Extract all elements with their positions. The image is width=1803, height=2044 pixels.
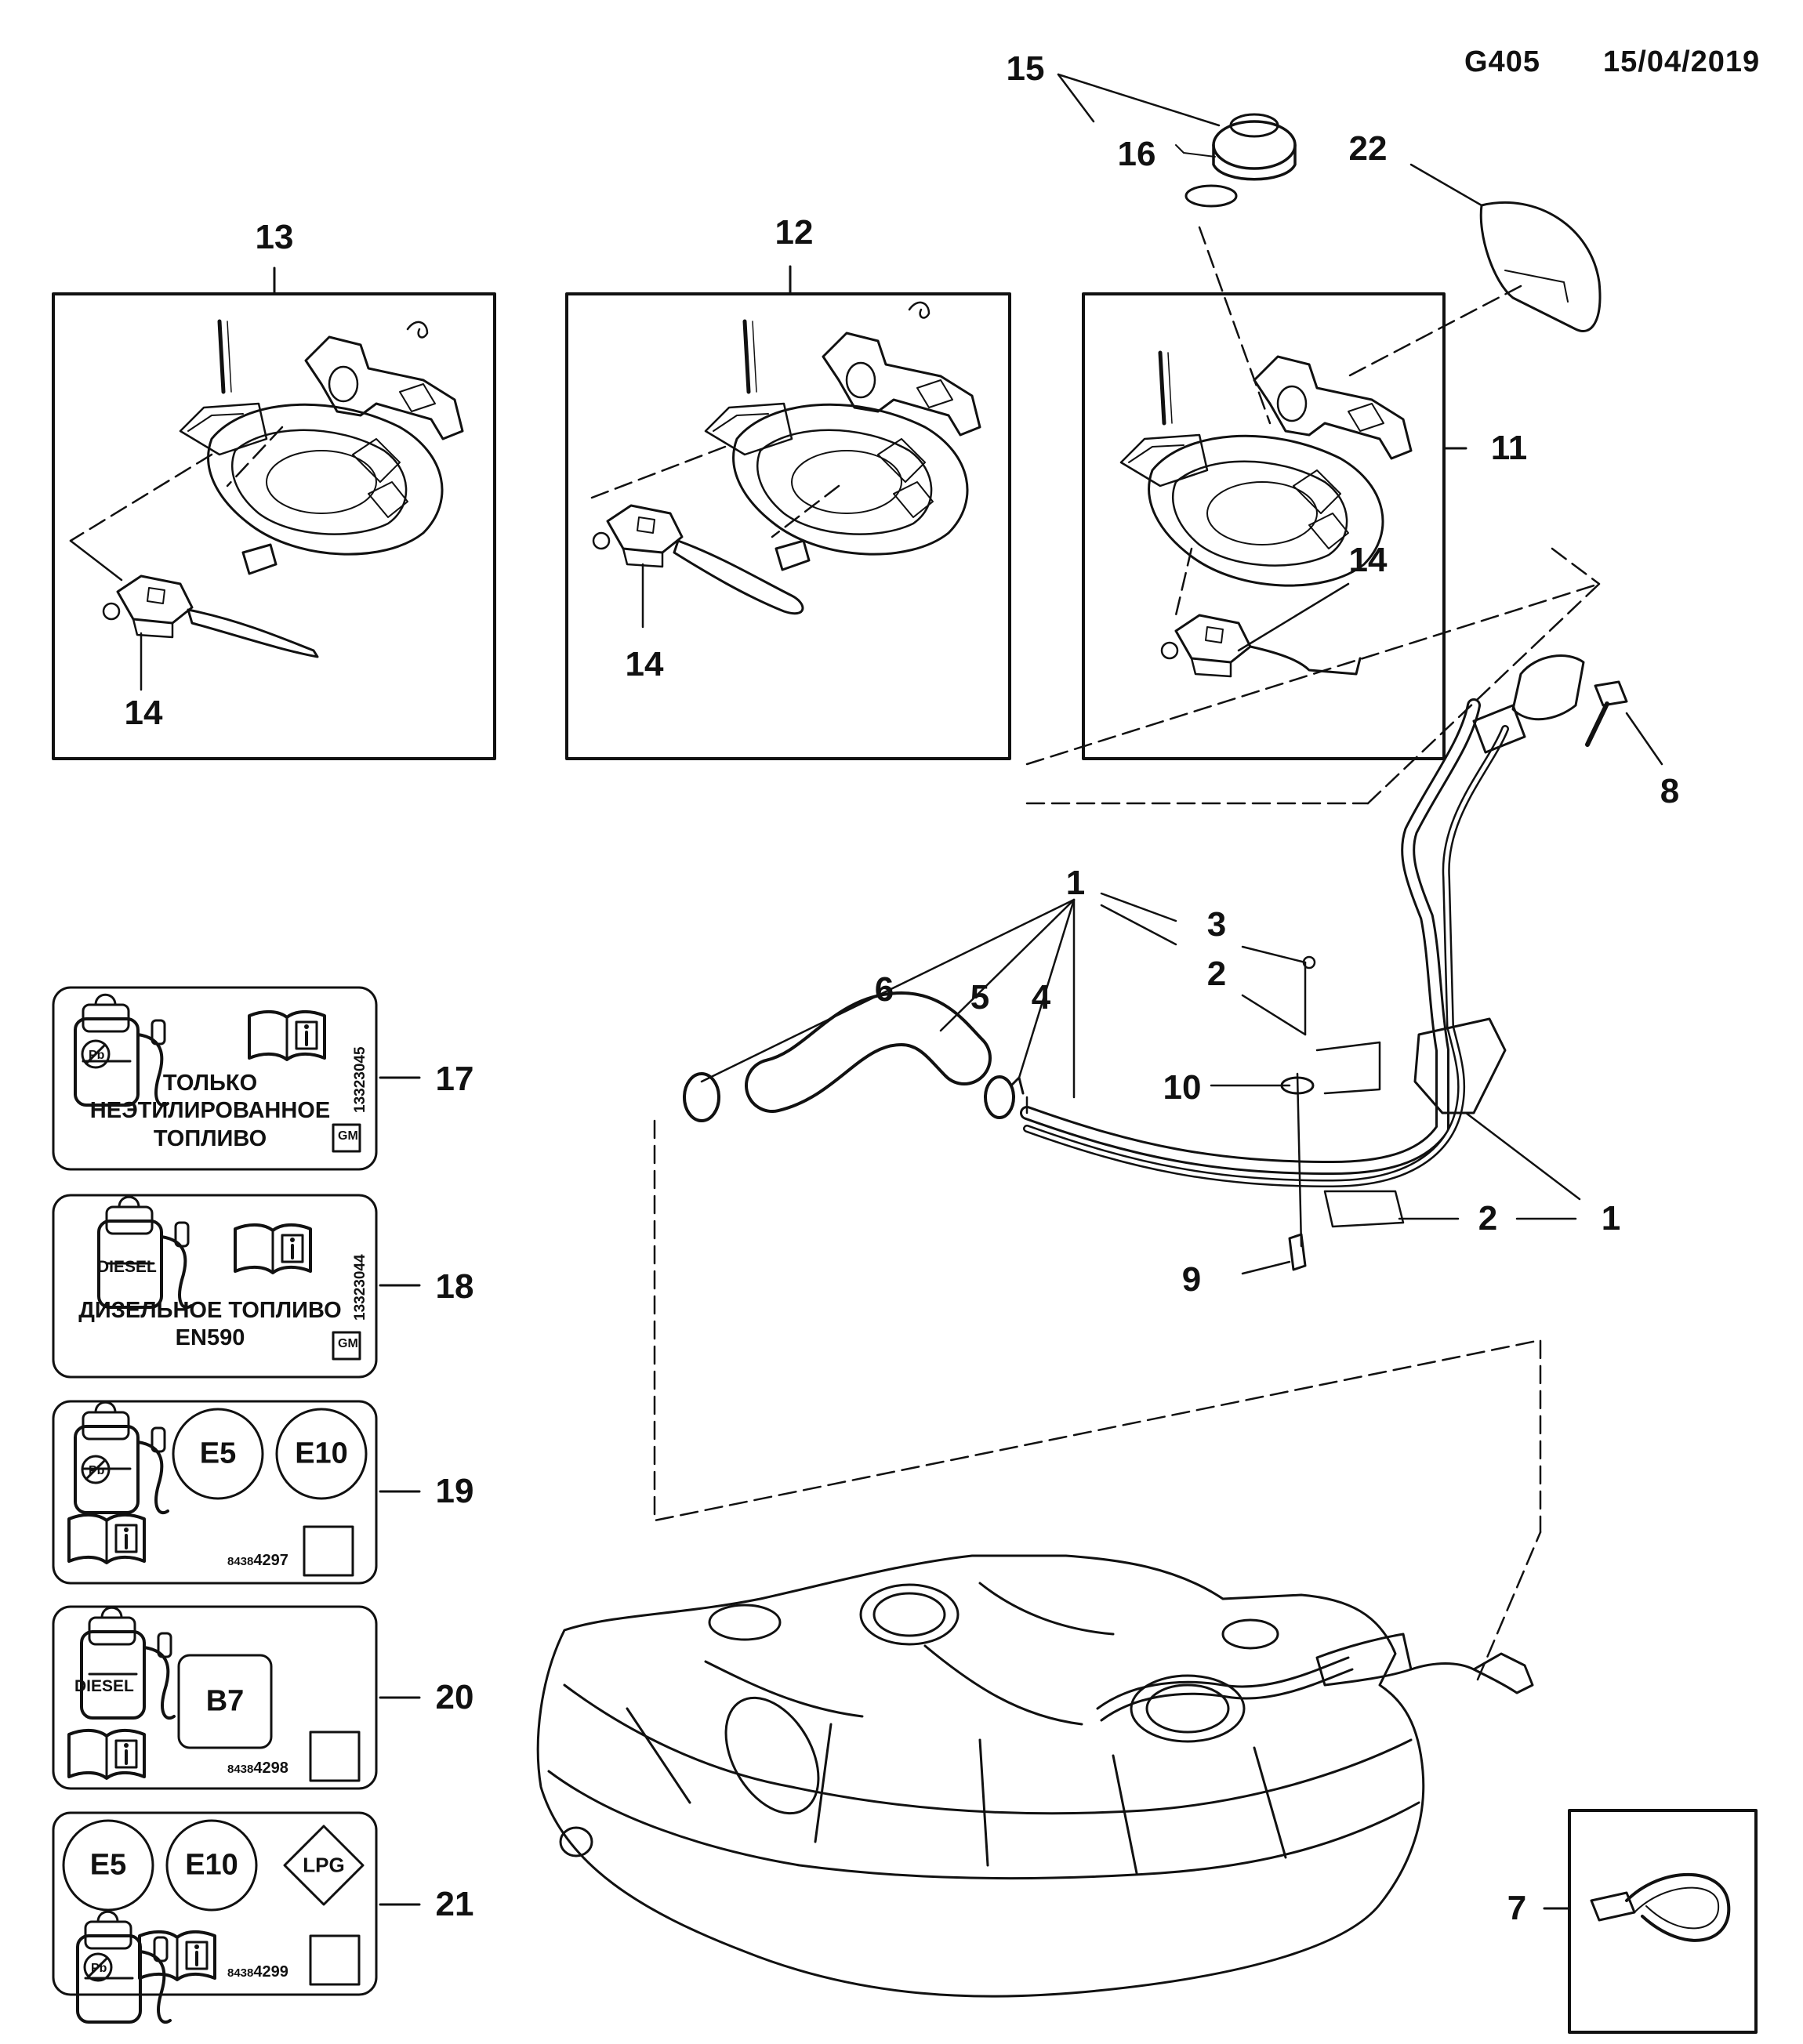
label-card-18 [52, 1194, 378, 1379]
label-17-line3: ТОПЛИВО [153, 1125, 267, 1151]
callout-1: 1 [1601, 1199, 1621, 1238]
label-18-gm: GM [338, 1337, 358, 1350]
label-17-line2: НЕЭТИЛИРОВАННОЕ [89, 1098, 331, 1124]
hose-clip-4 [984, 1075, 1015, 1119]
unleaded-pb-icon [81, 1039, 111, 1069]
label-21-partno-prefix: 8438 [227, 1966, 254, 1980]
label-20-partno-main: 4298 [253, 1760, 288, 1777]
cap-seal-ring [1184, 184, 1238, 208]
filler-hose-5 [745, 991, 992, 1113]
fuel-pump-icon [97, 1195, 193, 1310]
callout-20: 20 [435, 1678, 474, 1716]
diagram-date: 15/04/2019 [1603, 45, 1761, 78]
fuel-filler-pipe [1020, 654, 1585, 1228]
callout-14: 14 [1348, 541, 1388, 579]
callout-9: 9 [1181, 1260, 1202, 1299]
cable-tie [1590, 1872, 1731, 1942]
label-20-partno-prefix: 8438 [227, 1763, 254, 1776]
label-card-17 [52, 986, 378, 1171]
callout-5: 5 [970, 978, 990, 1017]
fuel-door-actuator-11 [1160, 614, 1252, 678]
label-19-partno: 84384297 [227, 1552, 288, 1570]
bolt-8 [1585, 680, 1628, 747]
callout-7: 7 [1507, 1889, 1527, 1927]
hose-clamp-6 [683, 1072, 720, 1122]
label-21-e10: E10 [185, 1848, 238, 1882]
filler-lid-housing-11 [1121, 353, 1383, 585]
callout-14: 14 [625, 645, 664, 683]
label-20-partno: 84384298 [227, 1760, 288, 1778]
callout-17: 17 [435, 1060, 474, 1098]
label-18-line2: EN590 [175, 1325, 245, 1351]
callout-12: 12 [775, 213, 814, 252]
manual-book-icon [234, 1223, 312, 1274]
lpg-badge [283, 1825, 365, 1906]
label-17-text: ТОЛЬКО НЕЭТИЛИРОВАННОЕ ТОПЛИВО [53, 1070, 367, 1153]
filler-lid-bracket-13 [304, 335, 464, 440]
callout-3: 3 [1206, 905, 1227, 944]
label-card-19 [52, 1400, 378, 1585]
callout-15: 15 [1006, 49, 1045, 88]
b7-badge [177, 1654, 273, 1749]
label-card-21 [52, 1811, 378, 1996]
label-21-partno: 84384299 [227, 1963, 288, 1981]
label-19-partno-prefix: 8438 [227, 1555, 254, 1568]
diagram-code: G405 [1464, 45, 1540, 78]
label-17-line1: ТОЛЬКО [162, 1071, 258, 1096]
label-21-e5: E5 [89, 1848, 127, 1882]
callout-18: 18 [435, 1267, 474, 1306]
filler-flap-22 [1479, 201, 1602, 332]
e5-badge [62, 1819, 154, 1912]
label-17-gm: GM [338, 1129, 358, 1143]
label-18-line1: ДИЗЕЛЬНОЕ ТОПЛИВО [78, 1298, 342, 1323]
label-18-text: ДИЗЕЛЬНОЕ ТОПЛИВО EN590 [53, 1297, 367, 1353]
callout-11: 11 [1490, 429, 1528, 467]
inset-box-7 [1568, 1809, 1758, 2034]
callout-1: 1 [1065, 864, 1086, 902]
e10-badge [165, 1819, 258, 1912]
callout-14: 14 [124, 694, 163, 732]
label-18-code: 13323044 [352, 1254, 368, 1321]
filler-lid-bracket-12 [822, 332, 981, 437]
callout-6: 6 [874, 970, 894, 1009]
label-card-20 [52, 1605, 378, 1790]
e10-badge [275, 1408, 368, 1500]
callout-16: 16 [1117, 135, 1156, 173]
inset-box-12 [565, 292, 1011, 760]
label-21-lpg: LPG [303, 1853, 345, 1877]
fuel-door-actuator-13 [102, 574, 194, 639]
callout-19: 19 [435, 1472, 474, 1510]
label-20-b7: B7 [205, 1684, 245, 1718]
manual-book-icon [67, 1728, 146, 1780]
fuel-filler-cap [1175, 113, 1297, 181]
callout-22: 22 [1348, 129, 1388, 168]
fuel-door-actuator-12 [592, 504, 684, 568]
unleaded-pb-icon [83, 1952, 113, 1982]
callout-4: 4 [1031, 978, 1051, 1017]
filler-lid-housing-12 [706, 321, 967, 554]
label-20-diesel: DIESEL [74, 1677, 134, 1695]
fuel-tank [536, 1531, 1542, 1998]
manual-book-icon [248, 1009, 326, 1061]
fuel-pump-icon [80, 1606, 176, 1720]
inset-box-11 [1082, 292, 1446, 760]
callout-21: 21 [435, 1885, 474, 1923]
callout-8: 8 [1660, 772, 1680, 810]
label-18-diesel: DIESEL [97, 1258, 157, 1276]
callout-13: 13 [255, 218, 294, 256]
label-17-code: 13323045 [352, 1046, 368, 1113]
manual-book-icon [67, 1513, 146, 1564]
label-19-e5: E5 [199, 1437, 237, 1470]
callout-2: 2 [1478, 1199, 1498, 1238]
e5-badge [172, 1408, 264, 1500]
filler-lid-bracket-11 [1253, 355, 1413, 460]
label-19-e10: E10 [295, 1437, 348, 1470]
label-21-partno-main: 4299 [253, 1963, 288, 1981]
callout-2: 2 [1206, 955, 1227, 993]
label-19-partno-main: 4297 [253, 1552, 288, 1569]
callout-10: 10 [1163, 1068, 1202, 1107]
